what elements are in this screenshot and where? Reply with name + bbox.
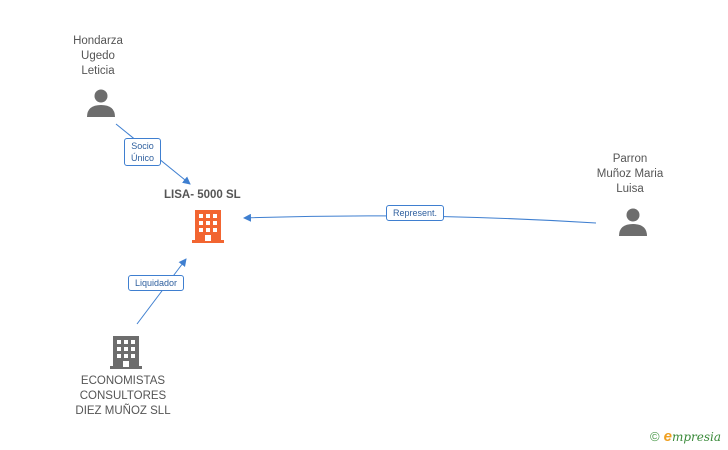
company-bottom-name-line: CONSULTORES xyxy=(79,390,167,402)
brand-initial: e xyxy=(663,428,672,445)
edge-label-socio[interactable]: Socio Único xyxy=(124,138,162,166)
edge-label-socio-line: Único xyxy=(131,153,155,163)
person-icon[interactable] xyxy=(618,207,648,237)
empresia-logo[interactable]: ©empresia xyxy=(650,428,721,445)
company-bottom-name-line: DIEZ MUÑOZ SLL xyxy=(75,405,171,417)
person-top-name-line: Hondarza xyxy=(73,35,123,47)
person-right-name-line: Parron xyxy=(612,153,648,165)
person-icon[interactable] xyxy=(86,88,116,118)
person-right-name[interactable]: Parron Muñoz Maria Luisa xyxy=(584,152,676,197)
brand-name: mpresia xyxy=(671,430,721,444)
company-bottom-name[interactable]: ECONOMISTAS CONSULTORES DIEZ MUÑOZ SLL xyxy=(62,374,184,419)
company-main-name[interactable]: LISA- 5000 SL xyxy=(164,189,241,201)
building-icon[interactable] xyxy=(110,334,142,370)
copyright-symbol: © xyxy=(650,429,660,444)
person-top-name-line: Ugedo xyxy=(81,50,115,62)
person-right-name-line: Luisa xyxy=(616,183,644,195)
company-bottom-name-line: ECONOMISTAS xyxy=(80,375,166,387)
person-right-name-line: Muñoz Maria xyxy=(596,168,664,180)
edge-label-liquidador[interactable]: Liquidador xyxy=(128,275,185,291)
edge-label-represent[interactable]: Represent. xyxy=(386,205,445,221)
edge-label-socio-line: Socio xyxy=(131,141,154,151)
person-top-name[interactable]: Hondarza Ugedo Leticia xyxy=(52,34,144,79)
edge-liquidador-line xyxy=(136,258,187,325)
building-icon[interactable] xyxy=(192,208,224,244)
person-top-name-line: Leticia xyxy=(81,65,115,77)
